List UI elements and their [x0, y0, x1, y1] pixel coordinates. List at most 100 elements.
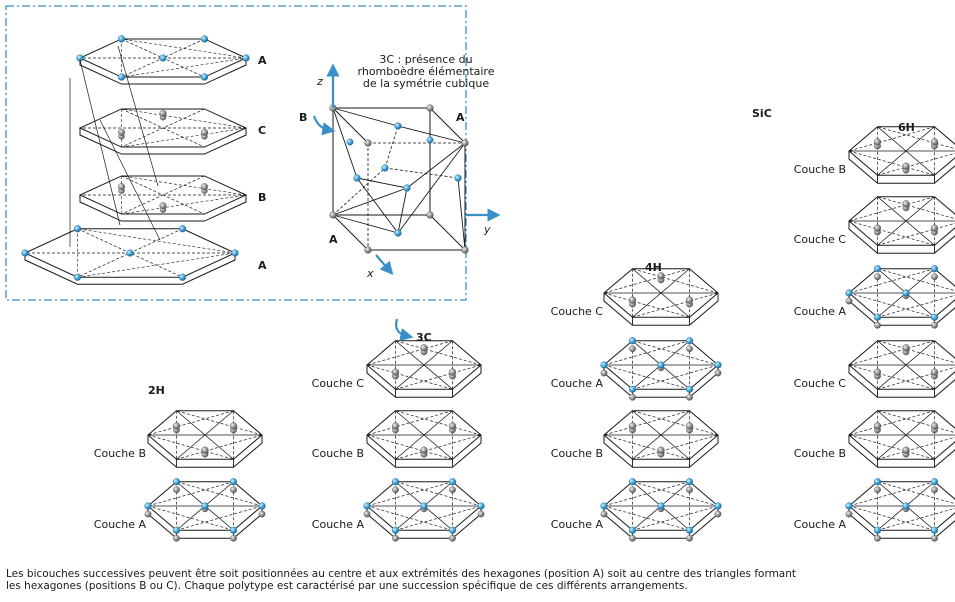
cube-label-b: B	[299, 111, 307, 124]
layer-label-2h-1: Couche B	[94, 447, 146, 460]
blue-atom	[714, 502, 722, 510]
hexagon-layer-B	[848, 126, 955, 184]
blue-atom	[172, 478, 181, 486]
edge-line	[384, 125, 399, 169]
grey-atom	[230, 534, 237, 542]
hexagon-layer-B	[603, 410, 719, 468]
hexagon-layer-B	[366, 410, 482, 468]
perspective-layer-A	[21, 225, 239, 285]
hexagon-layer-A	[845, 265, 955, 329]
edge-line	[877, 410, 935, 460]
blue-atom	[902, 289, 910, 297]
edge-line	[384, 167, 459, 179]
hexagon-layer-C	[848, 340, 955, 398]
grey-atom	[628, 422, 637, 430]
grey-atom	[686, 393, 693, 401]
edge-line	[121, 38, 247, 59]
grey-atom	[931, 321, 938, 329]
blue-atom	[420, 502, 428, 510]
grey-atom	[629, 345, 636, 353]
edge-line	[121, 108, 205, 148]
blue-atom	[930, 265, 939, 273]
hexagon-layer-A	[600, 478, 722, 542]
grey-atom	[392, 486, 399, 494]
blue-atom	[685, 526, 694, 534]
edge-line	[332, 107, 358, 179]
grey-atom	[230, 486, 237, 494]
edge-line	[332, 107, 399, 127]
edge-line	[77, 228, 236, 254]
grey-atom	[873, 422, 882, 430]
hexagon-side	[603, 435, 719, 468]
blue-atom	[172, 526, 181, 534]
grey-atom	[600, 369, 608, 377]
grey-atom	[714, 369, 722, 377]
hexagon-layer-B	[147, 410, 263, 468]
blue-atom	[426, 136, 434, 144]
caption-line-1: Les bicouches successives peuvent être s…	[6, 568, 797, 580]
grey-atom	[144, 510, 152, 518]
perspective-hex-side	[79, 58, 247, 85]
edge-line	[332, 214, 399, 234]
grey-atom	[685, 422, 694, 430]
grey-atom	[173, 534, 180, 542]
grey-atom	[686, 345, 693, 353]
layer-label-4h-1: Couche C	[551, 305, 604, 318]
grey-atom	[873, 368, 882, 376]
blue-atom	[242, 54, 250, 62]
grey-atom	[628, 296, 637, 304]
blue-atom	[477, 502, 485, 510]
grey-atom	[258, 510, 266, 518]
blue-atom	[231, 249, 239, 257]
grey-atom	[600, 510, 608, 518]
blue-atom	[657, 361, 665, 369]
grey-atom	[686, 486, 693, 494]
blue-atom	[403, 184, 411, 192]
edge-line	[332, 107, 369, 144]
grey-atom	[845, 510, 853, 518]
grey-atom	[420, 446, 428, 454]
blue-atom	[873, 526, 882, 534]
edge-line	[406, 142, 466, 189]
perspective-hex-side	[79, 128, 247, 155]
edge-line	[121, 57, 247, 78]
edge-line	[877, 196, 935, 246]
inset-stack-perspective	[21, 35, 250, 285]
edge-line	[356, 177, 399, 234]
blue-atom	[21, 249, 29, 257]
hexagon-side	[366, 365, 482, 398]
grey-atom	[200, 183, 208, 191]
blue-atom	[159, 54, 167, 62]
polytype-title-2h: 2H	[148, 384, 165, 397]
blue-atom	[229, 526, 238, 534]
edge-line	[632, 410, 690, 460]
edge-line	[121, 127, 247, 148]
cube-title-line-3: de la symétrie cubique	[363, 77, 489, 90]
perspective-layer-A	[76, 35, 250, 85]
axis-z-label: z	[316, 75, 323, 88]
layer-label-6h-6: Couche A	[794, 518, 847, 531]
perspective-hex-side	[24, 253, 236, 285]
grey-atom	[392, 534, 399, 542]
blue-atom	[845, 289, 853, 297]
grey-atom	[329, 211, 337, 219]
grey-atom	[364, 246, 372, 254]
blue-atom	[117, 35, 126, 43]
blue-atom	[714, 361, 722, 369]
grey-atom	[686, 534, 693, 542]
grey-atom	[172, 422, 181, 430]
grey-atom	[159, 109, 167, 117]
inset-layer-label-2: C	[258, 124, 266, 137]
grey-atom	[449, 534, 456, 542]
grey-atom	[363, 510, 371, 518]
grey-atom	[657, 272, 665, 280]
blue-atom	[394, 122, 402, 130]
edge-line	[121, 194, 247, 215]
edge-line	[397, 125, 466, 144]
b-curved-arrow	[312, 115, 336, 136]
grey-atom	[229, 422, 238, 430]
blue-atom	[930, 526, 939, 534]
blue-atom	[200, 35, 209, 43]
blue-atom	[873, 313, 882, 321]
cube-title-line-1: 3C : présence du	[379, 53, 472, 66]
